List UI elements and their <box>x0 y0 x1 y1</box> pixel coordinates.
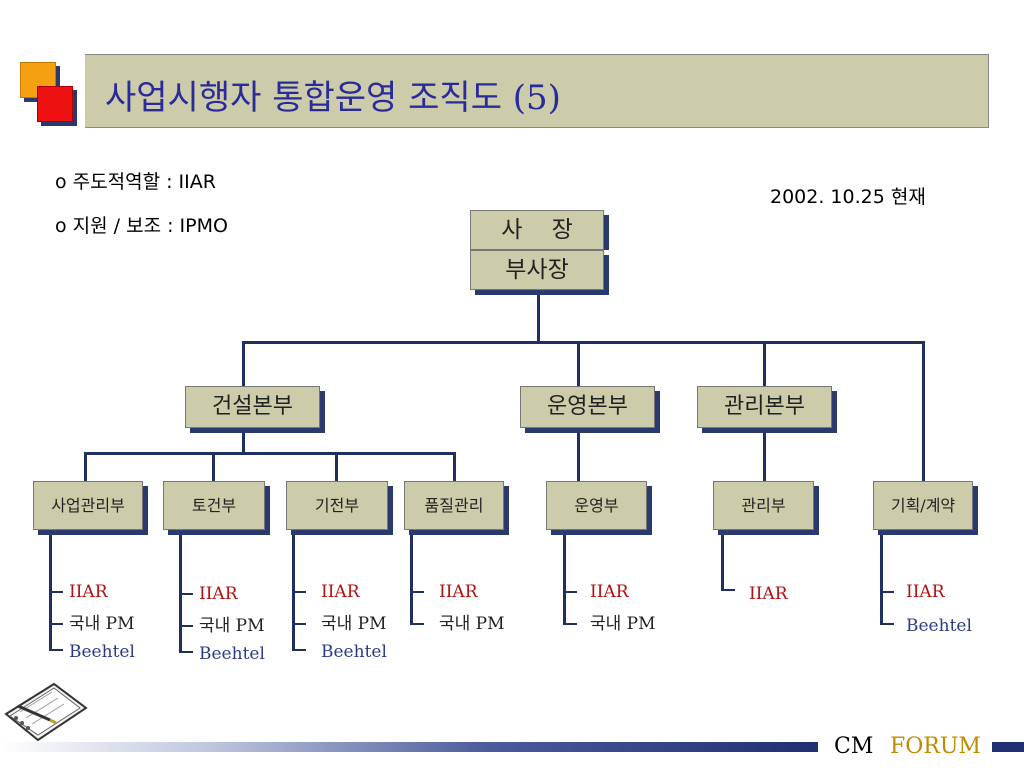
team-domestic-pm: 국내 PM <box>69 614 135 634</box>
connector-line <box>577 341 580 387</box>
team-bracket-tick <box>49 623 63 625</box>
dept-planning-contract: 기획/계약 <box>873 481 973 530</box>
team-bracket-tick <box>563 591 577 593</box>
dept-project-management: 사업관리부 <box>33 481 143 530</box>
team-bracket-line <box>563 535 566 625</box>
title-bar <box>85 54 989 128</box>
team-bracket-tick <box>721 589 735 591</box>
team-bracket-line <box>721 535 724 591</box>
team-beehtel: Beehtel <box>199 644 265 664</box>
team-bracket-tick <box>49 591 63 593</box>
connector-line <box>577 430 580 482</box>
team-beehtel: Beehtel <box>69 642 135 662</box>
connector-line <box>242 430 245 454</box>
team-domestic-pm: 국내 PM <box>321 614 387 634</box>
team-domestic-pm: 국내 PM <box>590 614 656 634</box>
bullet-support-role: o 지원 / 보조 : IPMO <box>55 211 228 238</box>
division-management: 관리본부 <box>697 386 832 428</box>
connector-line <box>84 452 87 482</box>
team-bracket-tick <box>292 649 306 651</box>
team-iiar: IIAR <box>69 582 108 602</box>
connector-line <box>242 341 925 344</box>
dept-management: 관리부 <box>713 481 814 530</box>
team-bracket-tick <box>880 623 894 625</box>
team-bracket-line <box>880 535 883 625</box>
box-shadow-edge <box>604 215 609 250</box>
page-title: 사업시행자 통합운영 조직도 (5) <box>105 78 561 118</box>
vice-president-box: 부사장 <box>470 250 604 290</box>
dept-operation: 운영부 <box>546 481 647 530</box>
dept-civil: 토건부 <box>163 481 265 530</box>
connector-line <box>212 452 215 482</box>
team-iiar: IIAR <box>749 584 788 604</box>
bullet-text: 주도적역할 : IIAR <box>72 171 216 193</box>
notebook-pen-icon <box>4 682 88 742</box>
logo-cm: CM <box>834 734 874 759</box>
division-construction: 건설본부 <box>185 386 320 428</box>
bullet-marker: o <box>55 215 67 237</box>
connector-line <box>335 452 338 482</box>
team-beehtel: Beehtel <box>321 642 387 662</box>
connector-line <box>453 452 456 482</box>
team-bracket-tick <box>292 591 306 593</box>
connector-line <box>763 341 766 387</box>
footer-bar <box>992 742 1024 752</box>
connector-line <box>242 341 245 387</box>
as-of-date: 2002. 10.25 현재 <box>770 186 926 208</box>
team-beehtel: Beehtel <box>906 616 972 636</box>
decor-square-red <box>37 86 73 122</box>
team-iiar: IIAR <box>439 582 478 602</box>
division-operation: 운영본부 <box>520 386 655 428</box>
president-box: 사 장 <box>470 210 604 250</box>
team-iiar: IIAR <box>199 584 238 604</box>
team-bracket-tick <box>292 623 306 625</box>
logo-forum: FORUM <box>890 734 981 759</box>
team-bracket-tick <box>179 625 193 627</box>
footer-bar <box>0 742 818 752</box>
bullet-lead-role: o 주도적역할 : IIAR <box>55 167 216 194</box>
connector-line <box>537 289 540 343</box>
team-bracket-tick <box>410 591 424 593</box>
team-domestic-pm: 국내 PM <box>439 614 505 634</box>
bullet-text: 지원 / 보조 : IPMO <box>72 215 228 237</box>
dept-electrical-mechanical: 기전부 <box>286 481 388 530</box>
team-iiar: IIAR <box>321 582 360 602</box>
team-bracket-tick <box>179 593 193 595</box>
team-bracket-tick <box>49 649 63 651</box>
team-bracket-line <box>410 535 413 625</box>
connector-line <box>84 452 456 455</box>
connector-line <box>922 341 925 483</box>
team-bracket-tick <box>880 591 894 593</box>
connector-line <box>763 430 766 482</box>
team-bracket-tick <box>563 623 577 625</box>
team-iiar: IIAR <box>906 582 945 602</box>
team-bracket-tick <box>410 623 424 625</box>
team-domestic-pm: 국내 PM <box>199 616 265 636</box>
team-bracket-tick <box>179 651 193 653</box>
team-iiar: IIAR <box>590 582 629 602</box>
dept-quality: 품질관리 <box>404 481 504 530</box>
bullet-marker: o <box>55 171 67 193</box>
